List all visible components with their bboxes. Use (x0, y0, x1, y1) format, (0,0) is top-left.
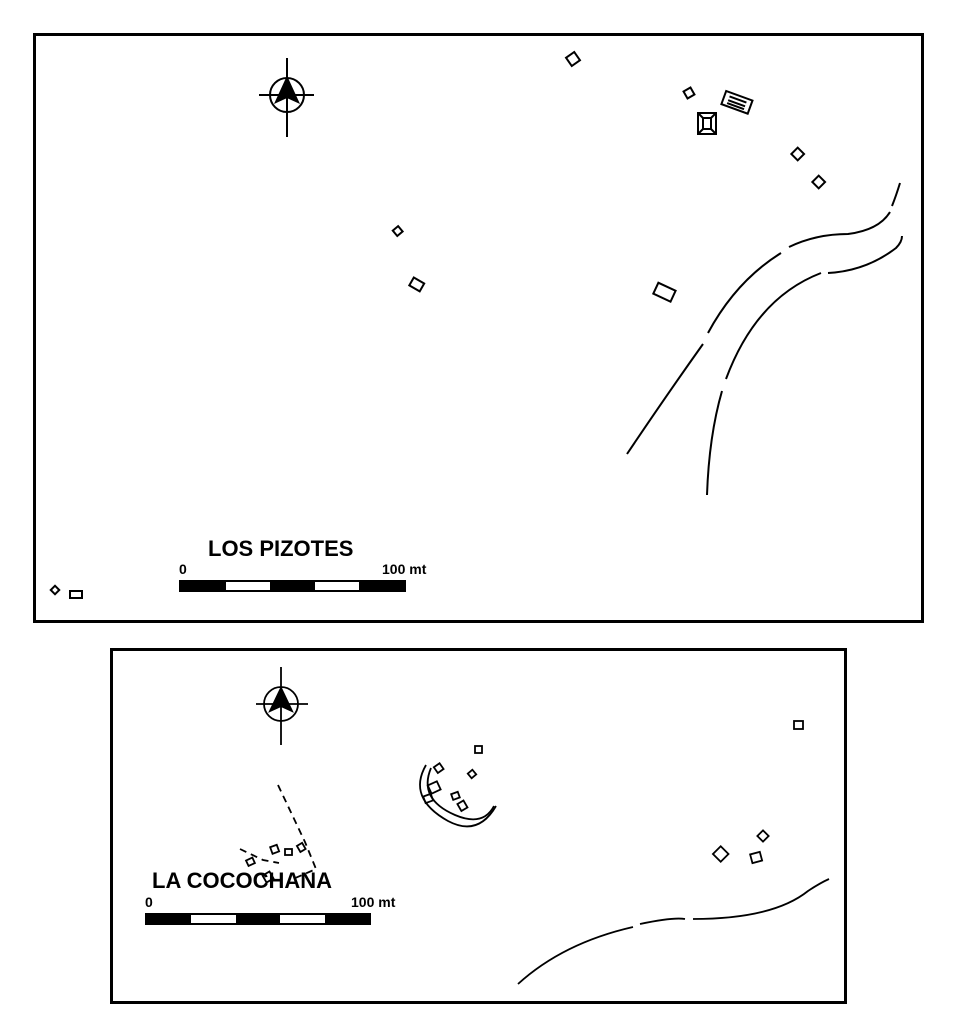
scale-start-label: 0 (145, 894, 153, 910)
scale-bar (145, 913, 371, 925)
scale-bar-segment (235, 915, 281, 923)
structure (269, 843, 281, 855)
river-bank-south (827, 235, 903, 274)
scale-end-label: 100 mt (351, 894, 396, 910)
scale-bar-segment (280, 915, 325, 923)
river-bank-south (706, 390, 723, 496)
river-bank (639, 917, 686, 925)
structure (793, 720, 804, 730)
scale-bar-segment (324, 915, 370, 923)
structure-platform (720, 89, 754, 115)
dashed-enclosure (277, 784, 318, 880)
site-plan-los-pizotes (49, 50, 903, 599)
structure (69, 590, 83, 599)
map-panel-la-cocochana: LA COCOCHANA 0 100 mt (110, 648, 847, 1004)
structure (261, 870, 275, 884)
river-bank-south (725, 272, 822, 380)
structure (295, 841, 307, 854)
scale-end-label: 100 mt (382, 561, 427, 577)
north-arrow-icon (256, 667, 308, 745)
structure-pyramid (697, 112, 717, 135)
crescent-earthwork (426, 767, 495, 821)
map-title: LA COCOCHANA (152, 868, 333, 893)
structure (810, 174, 827, 190)
structure (474, 745, 483, 754)
river-bank-north (707, 252, 782, 334)
scale-bar-segment (270, 582, 315, 590)
scale-bar-segment (225, 582, 271, 590)
structure (391, 224, 405, 238)
structure (564, 50, 582, 68)
site-plan-la-cocochana (239, 667, 830, 985)
structure (407, 276, 426, 293)
river-bank-north (891, 182, 901, 207)
scale-bar-segment (147, 915, 192, 923)
river-bank-north (788, 211, 891, 248)
structure (466, 768, 478, 780)
scale-bar-segment (181, 582, 226, 590)
map-title: LOS PIZOTES (208, 536, 354, 561)
structure (682, 86, 696, 100)
dashed-enclosure (239, 848, 280, 864)
scale-bar (179, 580, 406, 592)
structure (432, 761, 445, 775)
map-panel-los-pizotes: LOS PIZOTES 0 100 mt (33, 33, 924, 623)
structure (749, 850, 764, 865)
structure (756, 829, 770, 843)
structure (456, 799, 469, 813)
river-bank (517, 926, 634, 985)
structure (284, 848, 293, 856)
structure (422, 792, 435, 805)
river-bank (692, 878, 830, 920)
scale-start-label: 0 (179, 561, 187, 577)
north-arrow-icon (259, 58, 314, 137)
structure (651, 281, 677, 303)
structure (711, 844, 730, 864)
scale-bar-segment (314, 582, 360, 590)
structure (450, 790, 461, 801)
scale-bar-segment (359, 582, 404, 590)
structure (244, 856, 257, 868)
crescent-earthwork (419, 764, 497, 828)
structure (789, 146, 806, 162)
scale-bar-segment (191, 915, 236, 923)
river-bank-north (626, 343, 704, 455)
structure (49, 584, 61, 596)
structure (426, 780, 442, 795)
